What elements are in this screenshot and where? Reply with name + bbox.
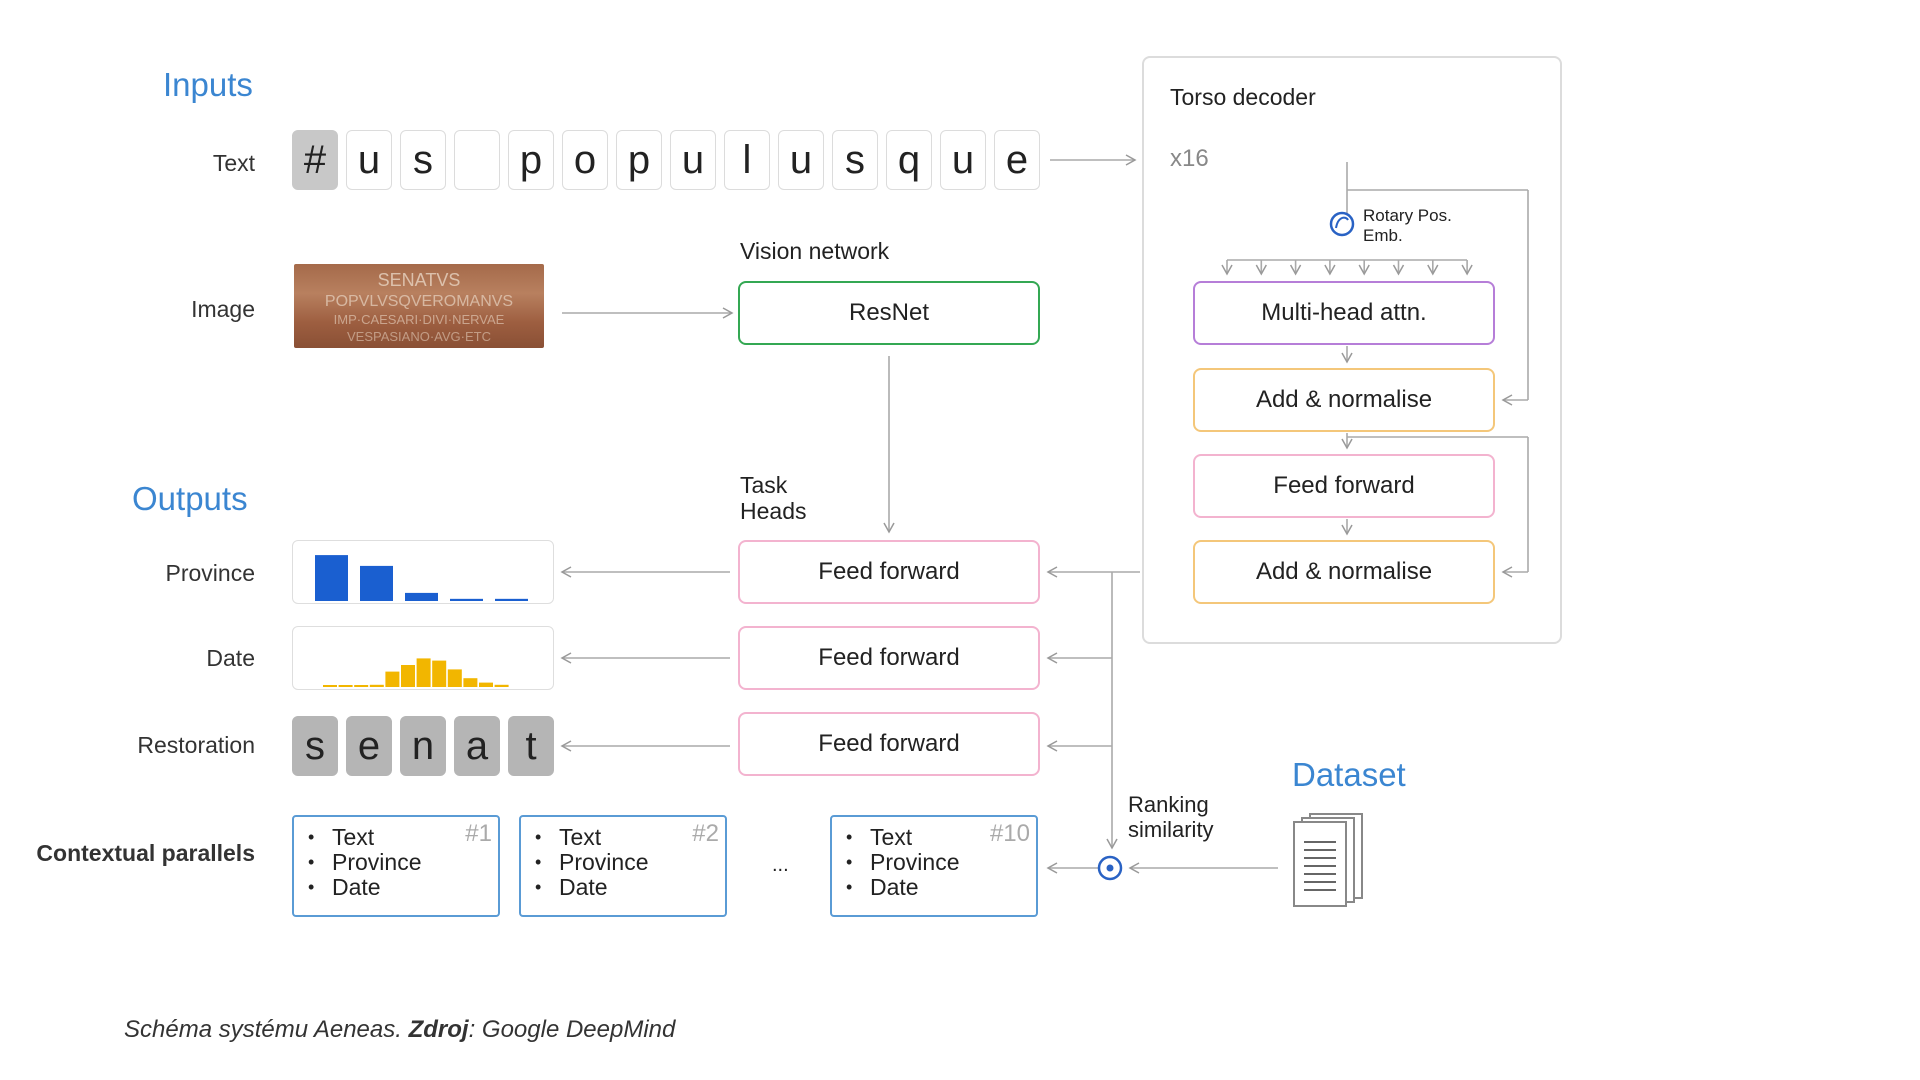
province-bar bbox=[360, 565, 393, 601]
province-bar bbox=[450, 598, 483, 601]
date-chart bbox=[292, 626, 554, 690]
add-normalise-box-1: Add & normalise bbox=[1193, 368, 1495, 432]
text-token: e bbox=[994, 130, 1040, 190]
inscription-line-1: SENATVS bbox=[378, 270, 461, 290]
date-bar bbox=[432, 660, 447, 687]
parallel-card-1: #1 Text Province Date bbox=[292, 815, 500, 917]
multi-head-attn-box: Multi-head attn. bbox=[1193, 281, 1495, 345]
restoration-label: Restoration bbox=[137, 732, 255, 758]
province-bar bbox=[405, 592, 438, 601]
date-bar bbox=[369, 684, 384, 687]
inscription-line-4: VESPASIANO·AVG·ETC bbox=[347, 329, 491, 344]
restoration-token: n bbox=[400, 716, 446, 776]
province-label: Province bbox=[165, 560, 255, 586]
text-token: u bbox=[346, 130, 392, 190]
parallel-card-10: #10 Text Province Date bbox=[830, 815, 1038, 917]
date-bar bbox=[354, 685, 369, 687]
date-bar bbox=[494, 684, 509, 687]
inputs-title: Inputs bbox=[163, 66, 253, 103]
parallel-item: Text bbox=[535, 825, 725, 851]
caption-bold: Zdroj bbox=[408, 1016, 469, 1043]
decoder-feed-forward-box: Feed forward bbox=[1193, 454, 1495, 518]
task-head-ff-date: Feed forward bbox=[738, 626, 1040, 690]
repeat-count: x16 bbox=[1170, 145, 1209, 172]
ranking-icon bbox=[1097, 855, 1123, 881]
parallel-item: Text bbox=[308, 825, 498, 851]
parallel-item: Province bbox=[846, 850, 1036, 876]
text-token: o bbox=[562, 130, 608, 190]
province-bar bbox=[315, 555, 348, 601]
province-bar bbox=[495, 598, 528, 601]
caption-part2: : Google DeepMind bbox=[468, 1016, 676, 1043]
text-token: q bbox=[886, 130, 932, 190]
restoration-token: t bbox=[508, 716, 554, 776]
task-head-ff-province: Feed forward bbox=[738, 540, 1040, 604]
text-token: p bbox=[616, 130, 662, 190]
parallel-item: Province bbox=[535, 850, 725, 876]
rotary-icon bbox=[1329, 211, 1355, 237]
image-label: Image bbox=[191, 296, 255, 322]
text-token: u bbox=[940, 130, 986, 190]
dataset-title: Dataset bbox=[1292, 756, 1406, 793]
task-head-ff-restoration: Feed forward bbox=[738, 712, 1040, 776]
parallel-item: Date bbox=[535, 875, 725, 901]
dataset-icon bbox=[1292, 812, 1372, 913]
task-heads-title: Task Heads bbox=[740, 472, 807, 524]
text-label: Text bbox=[212, 150, 255, 176]
text-token: l bbox=[724, 130, 770, 190]
add-normalise-box-2: Add & normalise bbox=[1193, 540, 1495, 604]
rotary-label: Rotary Pos. Emb. bbox=[1363, 206, 1452, 245]
date-bar bbox=[463, 678, 478, 687]
vision-network-title: Vision network bbox=[740, 238, 890, 264]
restoration-token: s bbox=[292, 716, 338, 776]
parallel-card-2: #2 Text Province Date bbox=[519, 815, 727, 917]
parallels-ellipsis: ... bbox=[772, 854, 789, 876]
date-bar bbox=[323, 685, 337, 687]
caption: Schéma systému Aeneas. Zdroj: Google Dee… bbox=[124, 1016, 675, 1044]
contextual-label: Contextual parallels bbox=[36, 840, 255, 866]
resnet-box: ResNet bbox=[738, 281, 1040, 345]
province-chart bbox=[292, 540, 554, 604]
date-bar bbox=[416, 658, 431, 687]
text-token: s bbox=[832, 130, 878, 190]
torso-decoder-panel bbox=[1142, 56, 1562, 644]
text-token: u bbox=[778, 130, 824, 190]
restoration-token: e bbox=[346, 716, 392, 776]
inscription-line-2: POPVLVSQVEROMANVS bbox=[325, 293, 513, 310]
date-label: Date bbox=[206, 645, 255, 671]
text-token: p bbox=[508, 130, 554, 190]
inscription-line-3: IMP·CAESARI·DIVI·NERVAE bbox=[334, 312, 505, 327]
caption-part1: Schéma systému Aeneas. bbox=[124, 1016, 409, 1043]
restoration-token: a bbox=[454, 716, 500, 776]
ranking-similarity-label: Ranking similarity bbox=[1128, 792, 1214, 842]
date-bar bbox=[447, 669, 462, 687]
outputs-title: Outputs bbox=[132, 480, 248, 517]
parallel-item: Date bbox=[846, 875, 1036, 901]
text-token: # bbox=[292, 130, 338, 190]
date-bar bbox=[479, 682, 493, 687]
parallel-item: Text bbox=[846, 825, 1036, 851]
inscription-image: SENATVS POPVLVSQVEROMANVS IMP·CAESARI·DI… bbox=[294, 264, 544, 348]
date-bar bbox=[401, 665, 415, 687]
torso-decoder-title: Torso decoder bbox=[1170, 84, 1316, 110]
date-bar bbox=[338, 685, 353, 687]
text-token: u bbox=[670, 130, 716, 190]
text-token bbox=[454, 130, 500, 190]
text-token: s bbox=[400, 130, 446, 190]
parallel-item: Date bbox=[308, 875, 498, 901]
parallel-item: Province bbox=[308, 850, 498, 876]
date-bar bbox=[385, 671, 400, 687]
